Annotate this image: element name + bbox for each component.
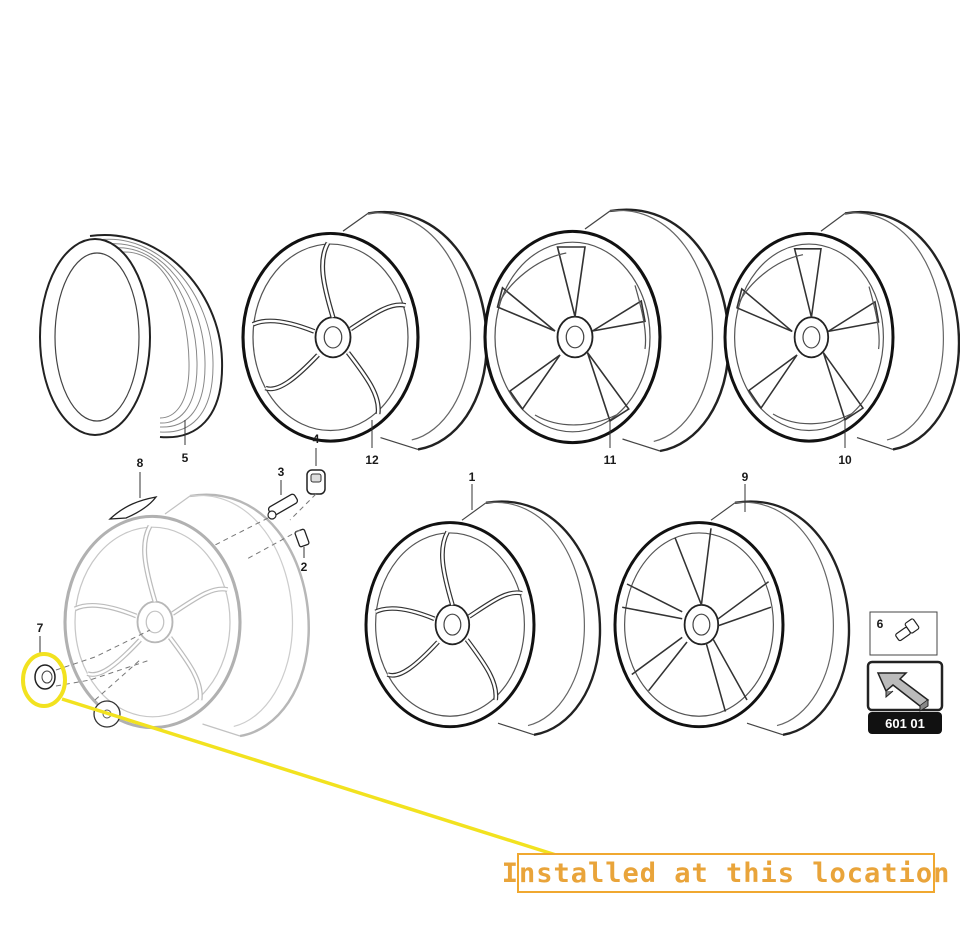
wheel-bolt-icon — [895, 618, 920, 642]
callout-4: 4 — [313, 432, 320, 446]
callout-11: 11 — [604, 453, 617, 467]
callout-8: 8 — [137, 456, 144, 470]
hub-cap-drawing — [34, 629, 151, 701]
reference-code: 601 01 — [885, 716, 925, 731]
callout-12: 12 — [365, 453, 379, 467]
valve-parts-drawing — [214, 448, 326, 561]
highlight-marker — [21, 652, 557, 857]
rim-9-drawing — [613, 500, 851, 737]
installation-note-text: Installed at this location — [501, 857, 951, 889]
rim-1-drawing — [364, 500, 602, 737]
rim-11-drawing — [483, 208, 731, 453]
rim-12-drawing — [241, 210, 489, 451]
callout-10: 10 — [838, 453, 852, 467]
assembly-wheel-ghost — [63, 493, 311, 738]
balance-weight-drawing — [108, 472, 158, 520]
tyre-drawing — [39, 233, 224, 445]
callout-7: 7 — [37, 621, 44, 635]
direction-arrow-icon — [876, 672, 930, 712]
callout-1: 1 — [469, 470, 476, 484]
installation-note-box: Installed at this location — [502, 853, 949, 893]
rim-10-drawing — [723, 210, 960, 451]
reference-arrow-box: 601 01 — [866, 660, 944, 734]
callout-3: 3 — [278, 465, 285, 479]
callout-9: 9 — [742, 470, 749, 484]
callout-2: 2 — [301, 560, 308, 574]
callout-6: 6 — [877, 617, 884, 631]
callout-5: 5 — [182, 451, 189, 465]
bolt-inset-box: 6 — [869, 611, 938, 656]
